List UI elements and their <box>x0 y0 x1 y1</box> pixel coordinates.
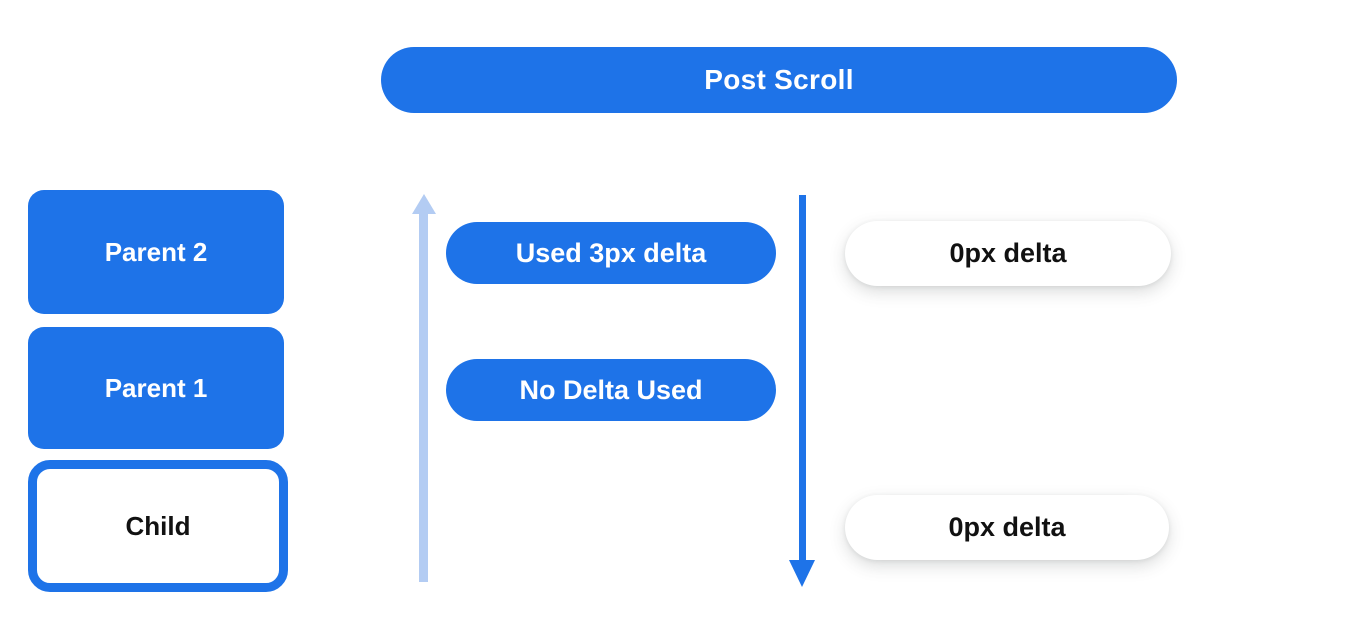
badge-no-delta-used-label: No Delta Used <box>519 374 703 405</box>
up-arrow-head-icon <box>412 194 436 214</box>
badge-0px-delta-bottom: 0px delta <box>845 495 1169 560</box>
node-parent-1: Parent 1 <box>28 327 284 449</box>
node-parent-2-label: Parent 2 <box>104 236 208 267</box>
up-arrow-shaft <box>419 212 428 582</box>
badge-0px-delta-top: 0px delta <box>845 221 1171 286</box>
down-arrow-head-icon <box>789 560 815 587</box>
node-child-label: Child <box>125 510 191 541</box>
node-child: Child <box>28 460 288 592</box>
post-scroll-banner-label: Post Scroll <box>704 64 854 95</box>
node-parent-2: Parent 2 <box>28 190 284 314</box>
badge-used-3px-delta: Used 3px delta <box>446 222 776 284</box>
node-parent-1-label: Parent 1 <box>104 372 208 403</box>
down-arrow-shaft <box>799 195 806 560</box>
badge-0px-delta-bottom-label: 0px delta <box>948 512 1066 542</box>
badge-no-delta-used: No Delta Used <box>446 359 776 421</box>
badge-used-3px-delta-label: Used 3px delta <box>515 237 707 268</box>
post-scroll-banner: Post Scroll <box>381 47 1177 113</box>
badge-0px-delta-top-label: 0px delta <box>949 238 1067 268</box>
